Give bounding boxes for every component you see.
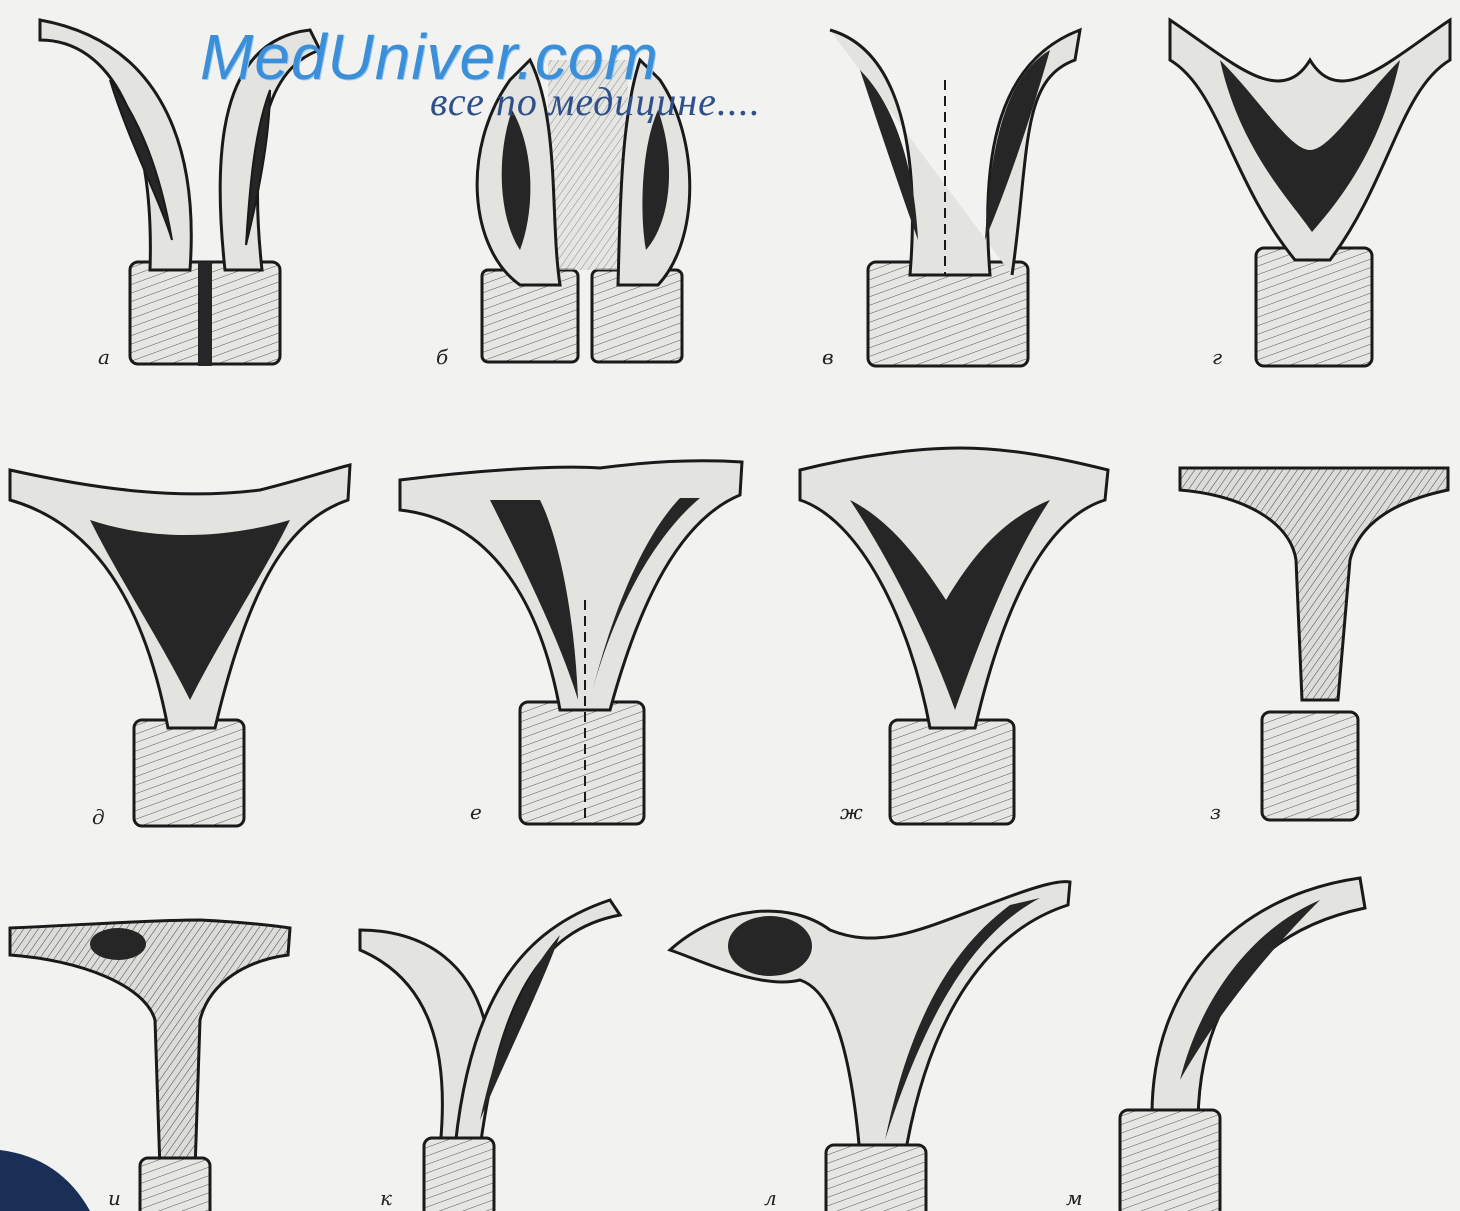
figure-d: [10, 465, 350, 826]
figure-label-e: е: [470, 800, 482, 824]
figure-g: [1170, 20, 1450, 366]
figure-m: [1120, 878, 1365, 1211]
figure-k: [360, 900, 620, 1211]
figure-label-l: л: [764, 1186, 777, 1210]
figure-label-z: з: [1210, 800, 1221, 824]
figure-l: [670, 882, 1070, 1211]
figure-label-i: и: [108, 1186, 121, 1210]
figure-i: [10, 920, 290, 1211]
figure-z: [1180, 468, 1448, 820]
figure-label-k: к: [380, 1186, 392, 1210]
figure-label-m: м: [1066, 1186, 1083, 1210]
figure-label-v: в: [822, 345, 834, 369]
watermark-tagline: все по медицине....: [430, 78, 761, 125]
figure-label-a: а: [98, 345, 110, 369]
figure-v: [830, 30, 1080, 366]
figure-e: [400, 461, 742, 824]
corner-swoosh: [0, 1150, 90, 1211]
figure-label-b: б: [436, 345, 448, 369]
figure-zh: [800, 448, 1108, 824]
figure-label-zh: ж: [840, 800, 863, 824]
figure-label-d: д: [92, 805, 105, 829]
figure-label-g: г: [1212, 345, 1222, 369]
